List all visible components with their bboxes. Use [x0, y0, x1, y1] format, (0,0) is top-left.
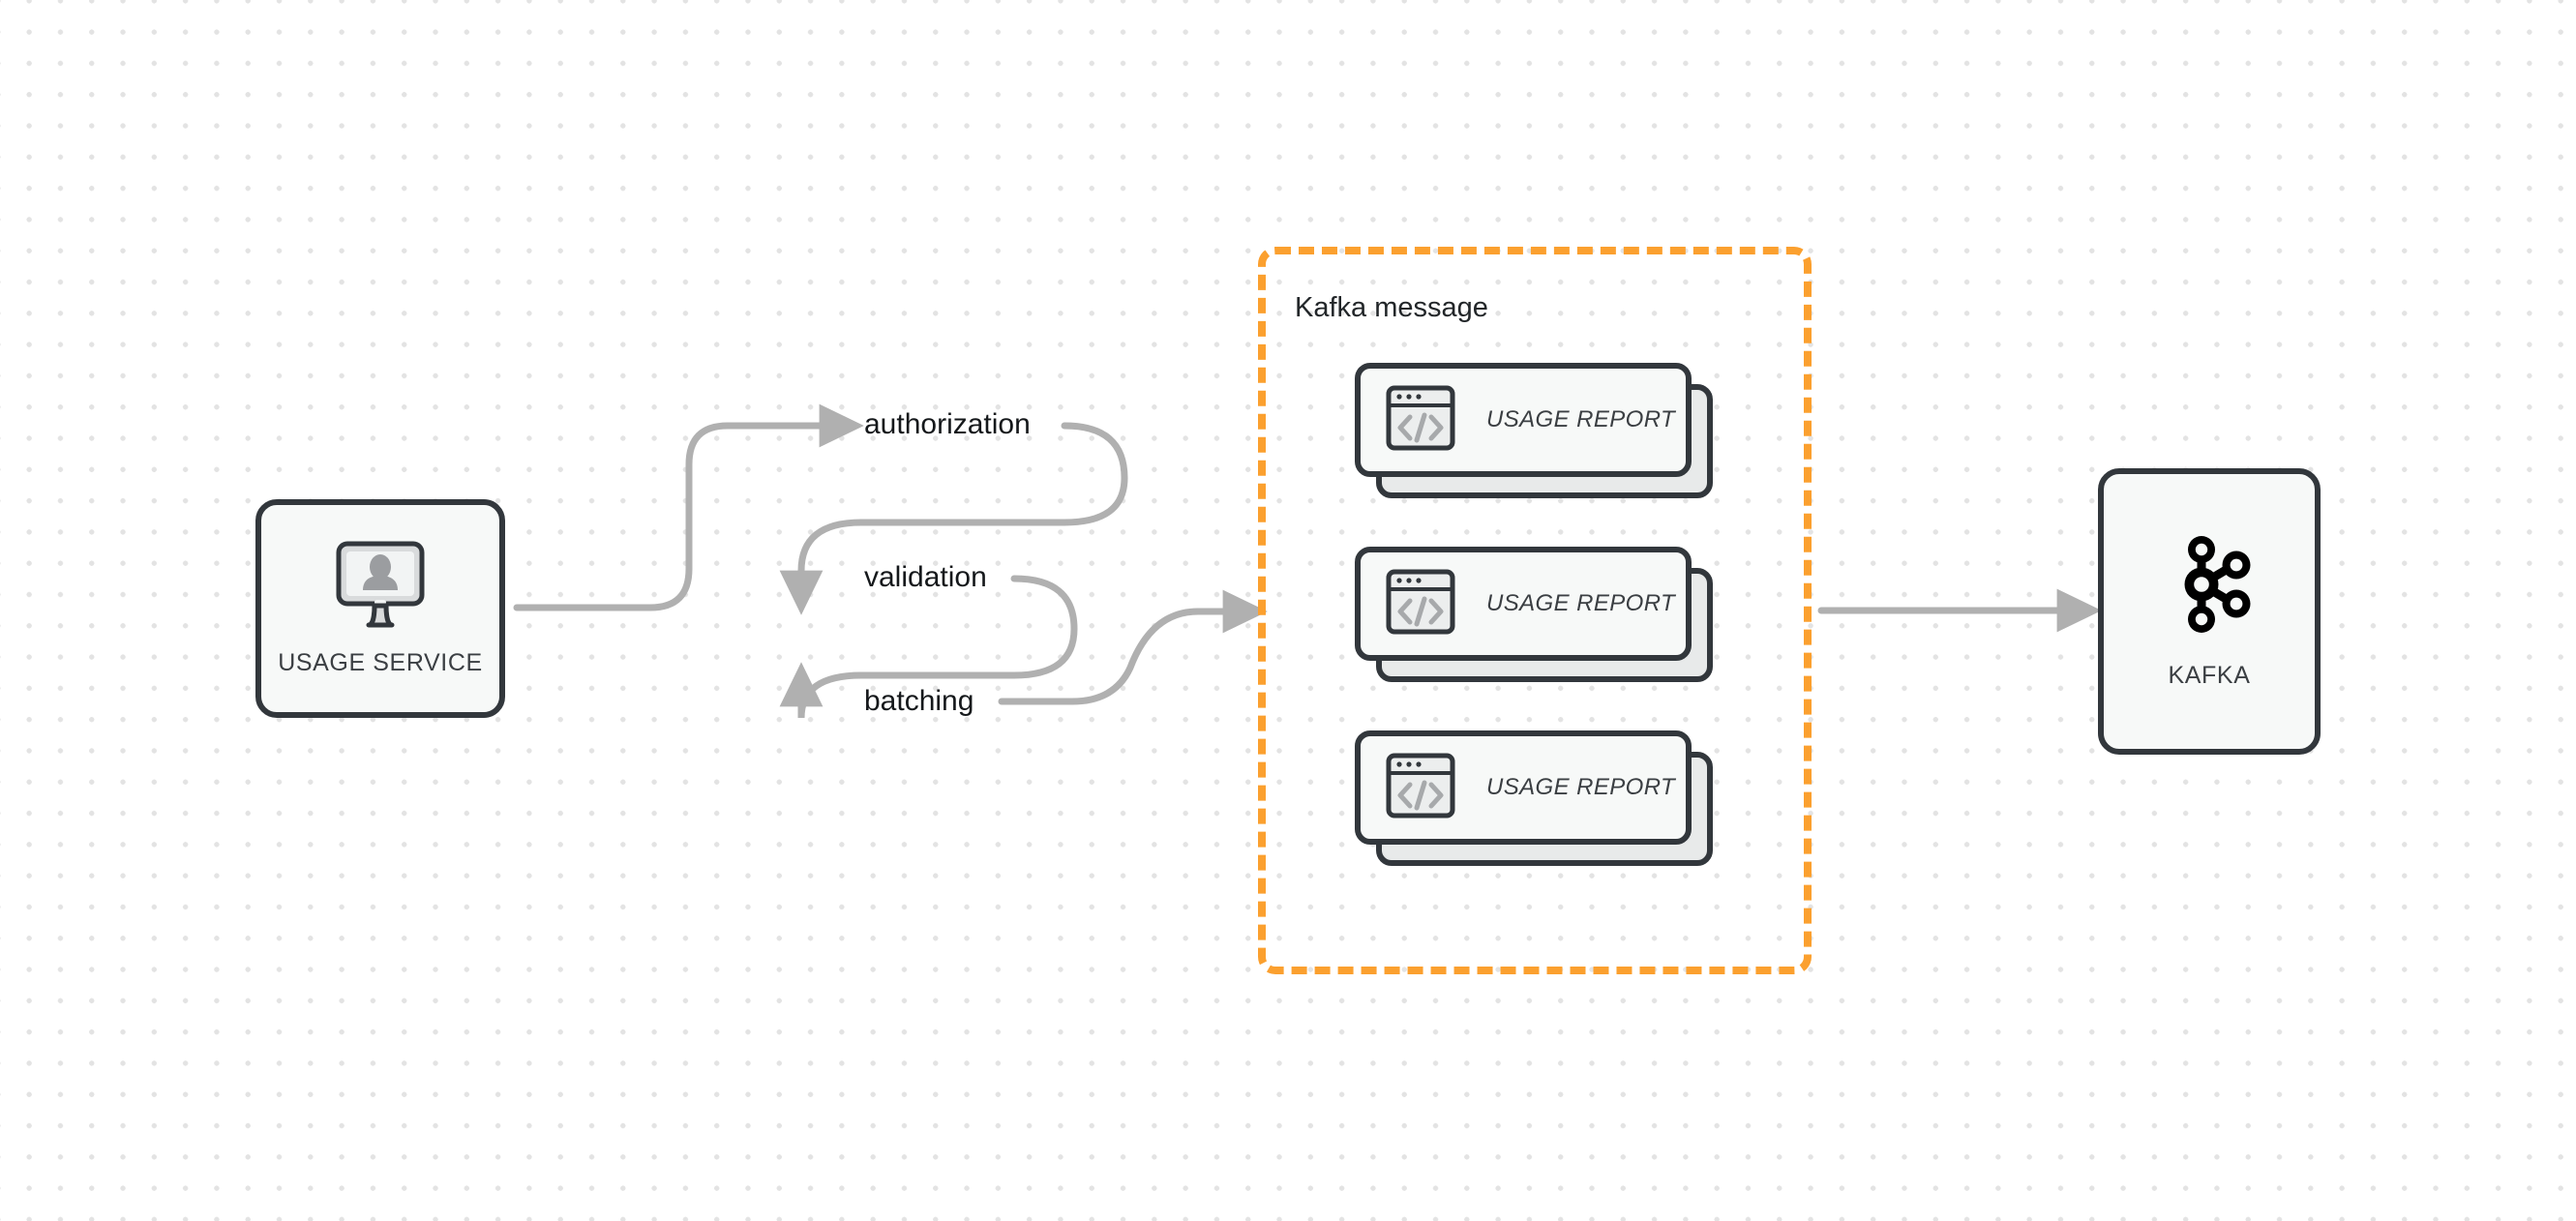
code-window-icon: [1386, 569, 1455, 640]
usage-report-card[interactable]: USAGE REPORT: [1355, 363, 1713, 498]
usage-report-card[interactable]: USAGE REPORT: [1355, 730, 1713, 866]
code-window-icon: [1386, 753, 1455, 823]
step-label-validation: validation: [864, 561, 987, 593]
node-kafka[interactable]: KAFKA: [2098, 468, 2321, 755]
edge-batching-to-kafka-message: [998, 589, 1268, 705]
step-label-authorization: authorization: [864, 408, 1031, 440]
card-face: USAGE REPORT: [1355, 730, 1692, 845]
edge-authorization-to-validation: [779, 422, 1128, 615]
node-usage-service[interactable]: USAGE SERVICE: [255, 499, 505, 718]
group-kafka-message: [1258, 247, 1812, 974]
usage-report-card[interactable]: USAGE REPORT: [1355, 547, 1713, 682]
step-label-batching: batching: [864, 685, 974, 717]
node-usage-service-label: USAGE SERVICE: [278, 649, 483, 676]
usage-report-card-label: USAGE REPORT: [1486, 590, 1676, 616]
monitor-user-icon: [334, 540, 427, 634]
card-face: USAGE REPORT: [1355, 547, 1692, 661]
node-kafka-label: KAFKA: [2168, 662, 2251, 689]
kafka-logo-icon: [2163, 533, 2256, 640]
group-kafka-message-title: Kafka message: [1295, 292, 1488, 323]
usage-report-card-label: USAGE REPORT: [1486, 406, 1676, 432]
usage-report-card-label: USAGE REPORT: [1486, 774, 1676, 800]
edge-usage-service-to-authorization: [513, 403, 864, 611]
code-window-icon: [1386, 385, 1455, 456]
card-face: USAGE REPORT: [1355, 363, 1692, 477]
